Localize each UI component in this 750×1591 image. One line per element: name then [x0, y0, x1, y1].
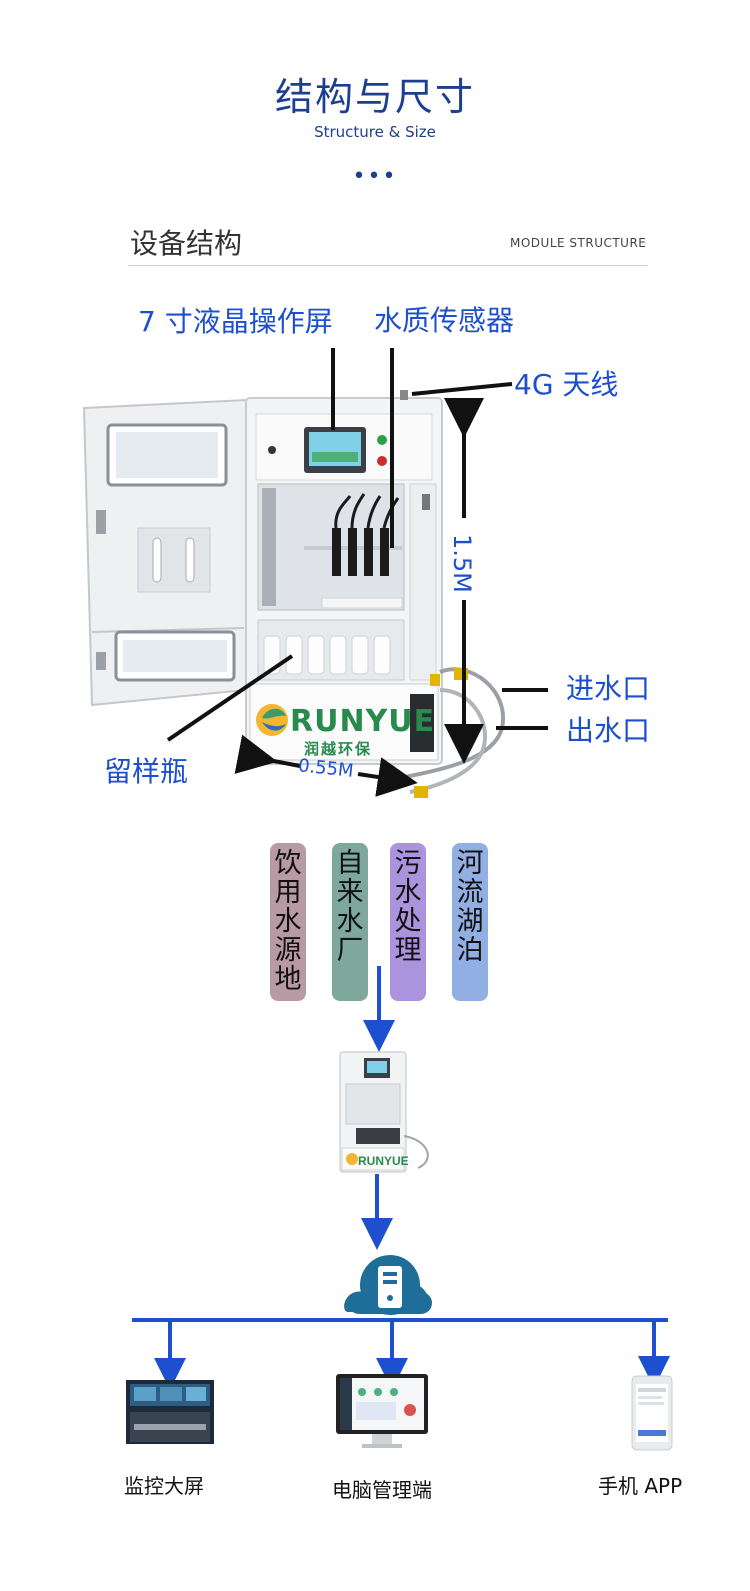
source-char: 厂 [336, 935, 364, 966]
source-char: 饮 [274, 848, 302, 879]
output-label-pc: 电脑管理端 [332, 1478, 432, 1502]
brand-logo-text: RUNYUE [290, 704, 436, 739]
source-char: 水 [394, 877, 422, 908]
pointer-lines [166, 348, 548, 742]
source-char: 水 [336, 906, 364, 937]
page-subtitle: Structure & Size [314, 123, 436, 141]
label-antenna: 4G 天线 [514, 368, 619, 401]
source-char: 泊 [456, 935, 484, 966]
source-drinking-water: 饮用水源地 [270, 843, 306, 1001]
label-height: 1.5M [448, 534, 476, 593]
divider-dots: ••• [352, 164, 398, 189]
label-screen: 7 寸液晶操作屏 [138, 305, 333, 338]
source-char: 地 [274, 964, 302, 995]
source-sewage: 污水处理 [390, 843, 426, 1001]
label-inlet: 进水口 [566, 672, 651, 705]
label-outlet: 出水口 [566, 714, 651, 747]
source-char: 河 [456, 848, 484, 879]
source-char: 湖 [456, 906, 484, 937]
section-subtitle: MODULE STRUCTURE [510, 236, 647, 250]
source-char: 来 [336, 877, 364, 908]
source-waterworks: 自来水厂 [332, 843, 368, 1001]
dimension-arrows [234, 398, 484, 797]
label-sensor: 水质传感器 [374, 304, 515, 337]
source-char: 自 [336, 848, 364, 879]
output-label-wall: 监控大屏 [124, 1474, 204, 1498]
cabinet-door [82, 398, 247, 707]
output-label-phone: 手机 APP [598, 1474, 683, 1498]
source-char: 理 [394, 935, 422, 966]
source-char: 水 [274, 906, 302, 937]
source-char: 流 [456, 877, 484, 908]
section-title: 设备结构 [130, 227, 243, 260]
source-rivers-lakes: 河流湖泊 [452, 843, 488, 1001]
source-char: 污 [394, 848, 422, 879]
label-sample-bottle: 留样瓶 [104, 755, 189, 788]
brand-cn-text: 润越环保 [304, 740, 373, 758]
page-title: 结构与尺寸 [274, 75, 475, 119]
section-rule [128, 265, 648, 266]
source-char: 用 [274, 877, 302, 908]
source-char: 源 [274, 935, 302, 966]
source-char: 处 [394, 906, 422, 937]
